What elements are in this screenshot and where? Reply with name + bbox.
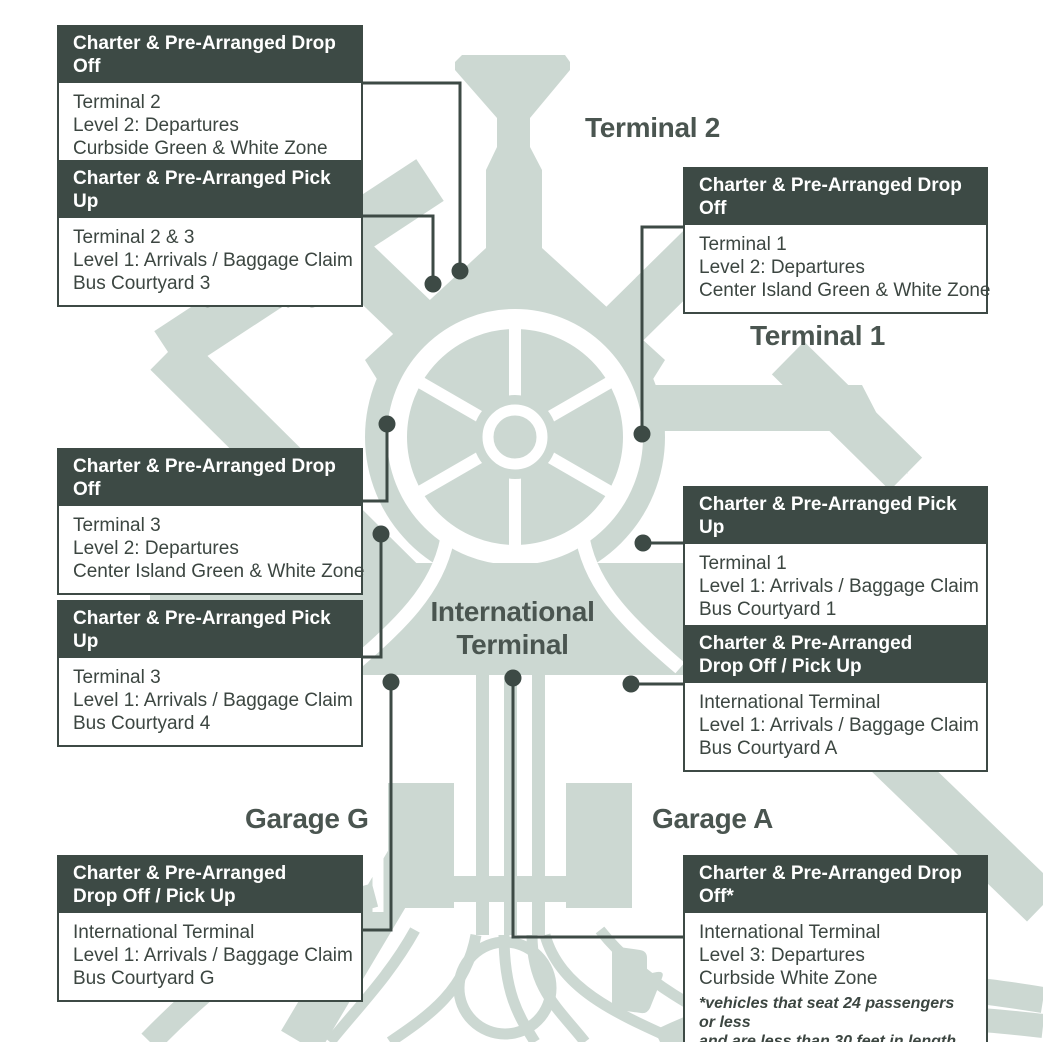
callout-line: Level 3: Departures bbox=[699, 945, 865, 966]
callout-line: Bus Courtyard 4 bbox=[73, 713, 211, 734]
callout-line: Level 2: Departures bbox=[73, 115, 239, 136]
callout-line: Terminal 2 bbox=[73, 92, 161, 113]
callout-title: Charter & Pre-Arranged Pick Up bbox=[59, 602, 361, 658]
callout-line: International Terminal bbox=[73, 922, 255, 943]
callout-line: Level 1: Arrivals / Baggage Claim bbox=[73, 250, 353, 271]
callout-line: Terminal 3 bbox=[73, 515, 161, 536]
terminal1-pier-tip bbox=[862, 385, 908, 474]
callout-t23-pickup: Charter & Pre-Arranged Pick Up Terminal … bbox=[57, 160, 363, 307]
location-dots bbox=[372, 262, 652, 693]
garage-loops bbox=[372, 739, 656, 912]
callout-line: International Terminal bbox=[699, 922, 881, 943]
callout-title: Charter & Pre-Arranged Drop Off / Pick U… bbox=[685, 627, 986, 683]
callout-line: Bus Courtyard 3 bbox=[73, 273, 211, 294]
map-label-international-terminal: International Terminal bbox=[430, 596, 595, 660]
callout-title: Charter & Pre-Arranged Drop Off* bbox=[685, 857, 986, 913]
map-label-terminal-1: Terminal 1 bbox=[750, 320, 885, 351]
callout-line: International Terminal bbox=[699, 692, 881, 713]
map-label-garage-g: Garage G bbox=[245, 803, 369, 834]
callout-t1-pickup: Charter & Pre-Arranged Pick Up Terminal … bbox=[683, 486, 988, 633]
callout-intl-a: Charter & Pre-Arranged Drop Off / Pick U… bbox=[683, 625, 988, 772]
callout-line: Level 1: Arrivals / Baggage Claim bbox=[73, 945, 353, 966]
central-wheel bbox=[365, 287, 665, 587]
callout-t3-dropoff: Charter & Pre-Arranged Drop Off Terminal… bbox=[57, 448, 365, 595]
callout-title: Charter & Pre-Arranged Drop Off bbox=[59, 450, 361, 506]
callout-line: Level 1: Arrivals / Baggage Claim bbox=[73, 690, 353, 711]
callout-line: Level 1: Arrivals / Baggage Claim bbox=[699, 715, 979, 736]
top-funnel-shape bbox=[455, 55, 570, 250]
callout-intl-dropoff-l3: Charter & Pre-Arranged Drop Off* Interna… bbox=[683, 855, 988, 1042]
callout-t1-dropoff: Charter & Pre-Arranged Drop Off Terminal… bbox=[683, 167, 991, 314]
callout-line: Level 1: Arrivals / Baggage Claim bbox=[699, 576, 979, 597]
callout-title: Charter & Pre-Arranged Drop Off bbox=[685, 169, 986, 225]
callout-line: Curbside White Zone bbox=[699, 968, 878, 989]
callout-line: Terminal 1 bbox=[699, 234, 787, 255]
callout-line: Level 2: Departures bbox=[699, 257, 865, 278]
road-arrow-shape bbox=[612, 946, 663, 1014]
callout-line: Terminal 2 & 3 bbox=[73, 227, 195, 248]
callout-line: Bus Courtyard A bbox=[699, 738, 838, 759]
callout-title: Charter & Pre-Arranged Drop Off bbox=[59, 27, 361, 83]
callout-line: Terminal 3 bbox=[73, 667, 161, 688]
callout-line: Bus Courtyard 1 bbox=[699, 599, 837, 620]
ramp-roads bbox=[345, 538, 685, 674]
callout-line: Terminal 1 bbox=[699, 553, 787, 574]
bus-lanes bbox=[476, 675, 545, 935]
callout-title: Charter & Pre-Arranged Drop Off / Pick U… bbox=[59, 857, 361, 913]
map-label-garage-a: Garage A bbox=[652, 803, 774, 834]
callout-intl-g: Charter & Pre-Arranged Drop Off / Pick U… bbox=[57, 855, 363, 1002]
callout-line: Curbside Green & White Zone bbox=[73, 138, 328, 159]
callout-title: Charter & Pre-Arranged Pick Up bbox=[59, 162, 361, 218]
callout-t3-pickup: Charter & Pre-Arranged Pick Up Terminal … bbox=[57, 600, 363, 747]
callout-line: Center Island Green & White Zone bbox=[73, 561, 365, 582]
callout-t2-dropoff: Charter & Pre-Arranged Drop Off Terminal… bbox=[57, 25, 363, 172]
callout-line: Level 2: Departures bbox=[73, 538, 239, 559]
callout-line: Bus Courtyard G bbox=[73, 968, 215, 989]
map-label-terminal-2: Terminal 2 bbox=[585, 112, 720, 143]
callout-title: Charter & Pre-Arranged Pick Up bbox=[685, 488, 986, 544]
leader-lines bbox=[363, 81, 683, 939]
callout-line: Center Island Green & White Zone bbox=[699, 280, 991, 301]
callout-footnote: *vehicles that seat 24 passengers or les… bbox=[699, 995, 956, 1042]
